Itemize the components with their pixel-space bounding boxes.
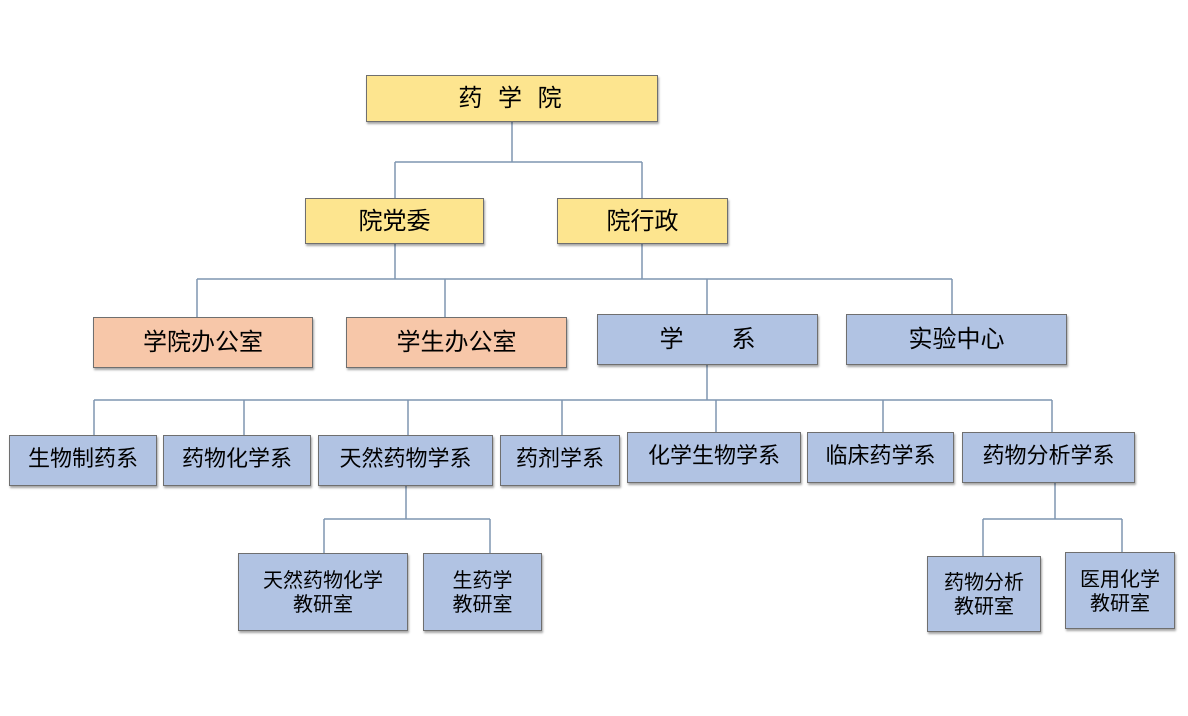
node-dept-bio-pharma: 生物制药系	[9, 435, 157, 486]
node-student-office: 学生办公室	[346, 317, 567, 368]
node-label: 药 学 院	[458, 84, 566, 113]
node-label-line1: 生药学	[452, 568, 513, 592]
node-dept-chem-bio: 化学生物学系	[627, 432, 801, 483]
node-section-pharmacognosy: 生药学 教研室	[423, 553, 542, 631]
node-label: 药剂学系	[515, 447, 604, 473]
node-lab-center: 实验中心	[846, 314, 1067, 365]
node-administration: 院行政	[557, 198, 728, 244]
node-label-line1: 医用化学	[1080, 566, 1160, 591]
node-label: 院行政	[606, 206, 679, 235]
node-label: 学 系	[659, 325, 756, 354]
node-label-line2: 教研室	[954, 594, 1014, 618]
node-label-line1: 天然药物化学	[263, 568, 383, 592]
node-label: 学生办公室	[396, 328, 517, 357]
node-label: 药物分析学系	[982, 444, 1115, 470]
node-label: 生物制药系	[27, 447, 138, 473]
node-section-analysis: 药物分析 教研室	[927, 556, 1041, 632]
node-dept-med-chem: 药物化学系	[163, 435, 311, 486]
node-label: 药物化学系	[181, 447, 292, 473]
node-label: 临床药学系	[825, 444, 936, 470]
node-section-med-chem: 医用化学 教研室	[1065, 552, 1175, 629]
node-label: 化学生物学系	[647, 444, 780, 470]
node-departments: 学 系	[597, 314, 818, 365]
node-pharmacy-school: 药 学 院	[366, 75, 658, 122]
node-section-natural-chem: 天然药物化学 教研室	[238, 553, 408, 631]
node-label: 院党委	[358, 206, 431, 235]
node-label-line2: 教研室	[452, 592, 513, 616]
node-school-office: 学院办公室	[93, 317, 313, 368]
node-dept-pharmaceutics: 药剂学系	[500, 435, 620, 486]
node-label-line1: 药物分析	[944, 570, 1024, 594]
node-label-line2: 教研室	[1090, 590, 1150, 615]
node-dept-clinical: 临床药学系	[807, 432, 954, 483]
node-label: 学院办公室	[143, 328, 263, 357]
node-label: 天然药物学系	[339, 447, 472, 473]
node-dept-analysis: 药物分析学系	[962, 432, 1135, 483]
node-label-line2: 教研室	[293, 592, 353, 616]
node-party-committee: 院党委	[305, 198, 484, 244]
node-dept-natural-med: 天然药物学系	[318, 435, 493, 486]
node-label: 实验中心	[908, 325, 1005, 354]
